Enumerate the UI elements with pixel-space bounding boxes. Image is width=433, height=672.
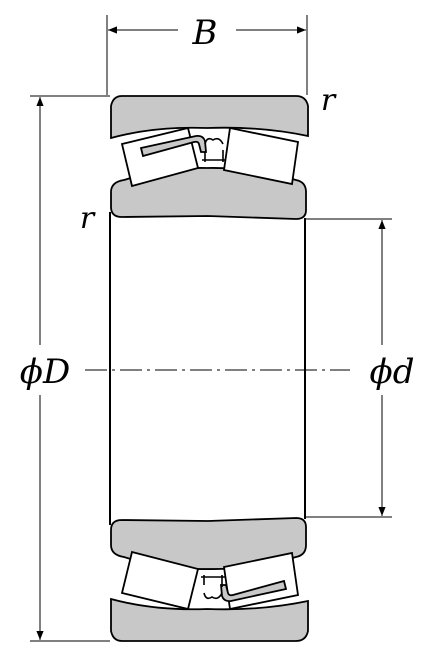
bottom-half-section xyxy=(110,517,309,642)
label-outer-diameter: ϕD xyxy=(20,352,70,392)
roller-bottom-left xyxy=(120,550,200,611)
cage-center-bottom xyxy=(201,575,225,600)
inner-ring-bottom xyxy=(110,517,307,570)
cage-arm-top xyxy=(139,134,207,158)
top-half-section xyxy=(110,95,309,220)
bore-edges xyxy=(109,212,306,525)
inner-ring-top xyxy=(110,167,307,220)
label-width-b: B xyxy=(192,13,218,53)
label-radius-left: r xyxy=(80,201,96,236)
label-radius-top: r xyxy=(321,83,337,118)
cage-center-top xyxy=(202,137,226,162)
roller-top-right xyxy=(222,126,300,186)
outer-ring-bottom xyxy=(110,597,309,642)
label-bore-diameter: ϕd xyxy=(370,352,415,392)
cage-arm-bottom xyxy=(220,579,288,603)
outer-ring-top xyxy=(110,95,309,140)
